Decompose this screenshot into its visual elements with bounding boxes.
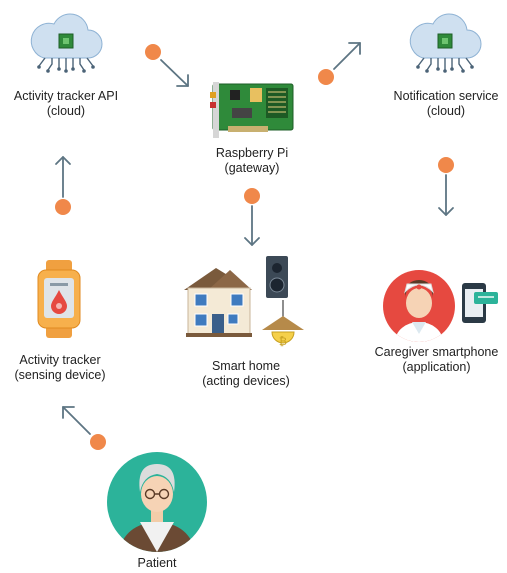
label-line: (cloud) bbox=[46, 104, 86, 118]
arrow-pi-to-notification bbox=[333, 42, 361, 70]
patient-avatar-icon bbox=[107, 452, 207, 552]
flow-dot bbox=[55, 199, 71, 215]
smart-home-icon: ₿ bbox=[184, 256, 304, 348]
label-line: (application) bbox=[402, 360, 471, 374]
flow-dot bbox=[145, 44, 161, 60]
arrow-api-to-pi bbox=[160, 59, 189, 87]
flow-dot bbox=[438, 157, 454, 173]
label-line: Smart home bbox=[211, 359, 281, 373]
label-activity-api: Activity tracker API (cloud) bbox=[0, 89, 132, 119]
label-line: Caregiver smartphone bbox=[374, 345, 499, 359]
label-line: (acting devices) bbox=[202, 374, 290, 388]
label-line: (sensing device) bbox=[14, 368, 106, 382]
flow-dot bbox=[318, 69, 334, 85]
label-line: Notification service bbox=[393, 89, 499, 103]
flow-dot bbox=[244, 188, 260, 204]
label-raspberry-pi: Raspberry Pi (gateway) bbox=[196, 146, 308, 176]
arrow-patient-to-tracker bbox=[62, 406, 91, 435]
label-smart-home: Smart home (acting devices) bbox=[186, 359, 306, 389]
label-activity-tracker: Activity tracker (sensing device) bbox=[4, 353, 116, 383]
raspberry-pi-icon bbox=[210, 82, 294, 138]
label-line: Activity tracker API bbox=[13, 89, 119, 103]
label-line: (cloud) bbox=[426, 104, 466, 118]
arrow-tracker-to-api bbox=[55, 156, 71, 198]
label-line: Activity tracker bbox=[19, 353, 101, 367]
flow-dots bbox=[55, 44, 454, 450]
arrow-notification-to-caregiver bbox=[438, 174, 454, 216]
label-line: (gateway) bbox=[224, 161, 280, 175]
svg-text:₿: ₿ bbox=[279, 335, 287, 348]
flow-dot bbox=[90, 434, 106, 450]
label-line: Raspberry Pi bbox=[215, 146, 289, 160]
activity-tracker-icon bbox=[37, 260, 81, 338]
cloud-api-icon bbox=[30, 13, 103, 74]
label-notification: Notification service (cloud) bbox=[380, 89, 507, 119]
caregiver-avatar-icon bbox=[383, 270, 498, 342]
arrow-pi-to-home bbox=[244, 205, 260, 246]
label-patient: Patient bbox=[107, 556, 207, 571]
label-caregiver: Caregiver smartphone (application) bbox=[366, 345, 507, 375]
label-line: Patient bbox=[137, 556, 177, 570]
cloud-notification-icon bbox=[409, 13, 482, 74]
